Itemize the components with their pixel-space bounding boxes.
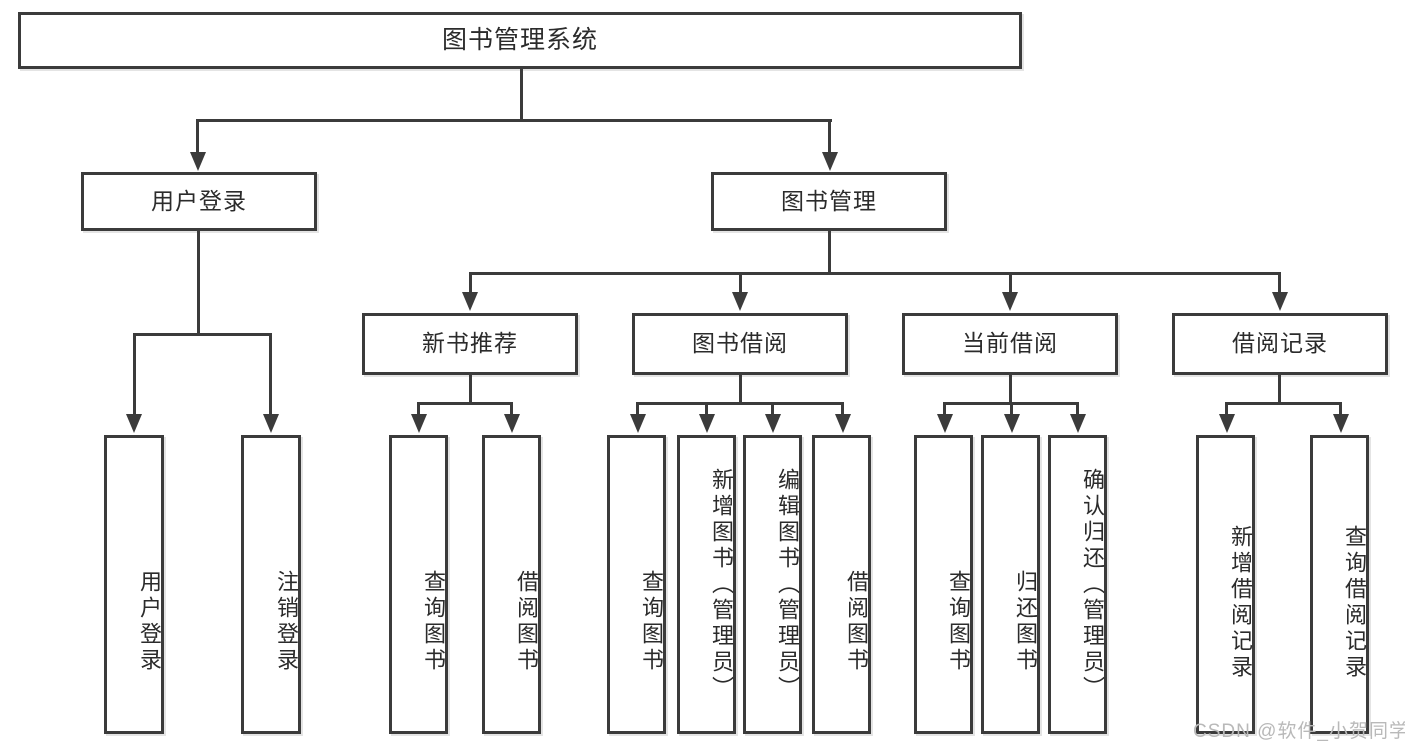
connector-to-return-book <box>1010 402 1013 418</box>
connector-to-current-borrow <box>1009 272 1012 295</box>
connector-to-new-book-recommend <box>469 272 472 295</box>
arrowhead-to-book-borrow <box>732 292 748 311</box>
arrowhead-to-new-book-recommend <box>462 292 478 311</box>
connector-to-query-book-3 <box>943 402 946 418</box>
node-leaf-return-book[interactable]: 归还图书 <box>981 435 1040 734</box>
arrowhead-to-add-book <box>699 414 715 433</box>
node-book-borrow[interactable]: 图书借阅 <box>632 313 848 375</box>
node-book-manage[interactable]: 图书管理 <box>711 172 947 231</box>
arrowhead-to-query-book-1 <box>411 414 427 433</box>
connector-to-borrow-book-2 <box>841 402 844 418</box>
connector-to-book-borrow <box>739 272 742 295</box>
arrowhead-to-query-book-2 <box>630 414 646 433</box>
arrowhead-to-add-record <box>1219 414 1235 433</box>
connector-user-login-bus <box>133 333 272 336</box>
connector-to-edit-book <box>771 402 774 418</box>
csdn-watermark: CSDN @软件_小贺同学 <box>1193 721 1405 742</box>
connector-to-add-record <box>1225 402 1228 418</box>
node-borrow-record[interactable]: 借阅记录 <box>1172 313 1388 375</box>
node-leaf-user-logout[interactable]: 注销登录 <box>241 435 301 734</box>
arrowhead-to-query-book-3 <box>937 414 953 433</box>
node-leaf-confirm-return[interactable]: 确认归还（管理员） <box>1048 435 1107 734</box>
connector-new-book-stem <box>469 375 472 404</box>
node-leaf-user-login[interactable]: 用户登录 <box>104 435 164 734</box>
connector-book-borrow-bus <box>636 402 844 405</box>
connector-to-book-manage <box>828 119 831 156</box>
node-leaf-query-book-1[interactable]: 查询图书 <box>389 435 448 734</box>
arrowhead-to-return-book <box>1004 414 1020 433</box>
node-current-borrow[interactable]: 当前借阅 <box>902 313 1118 375</box>
node-leaf-query-book-2[interactable]: 查询图书 <box>607 435 666 734</box>
arrowhead-to-query-record <box>1333 414 1349 433</box>
connector-book-manage-stem <box>828 231 831 274</box>
connector-borrow-record-stem <box>1278 375 1281 404</box>
connector-borrow-record-bus <box>1225 402 1342 405</box>
node-leaf-query-book-3[interactable]: 查询图书 <box>914 435 973 734</box>
node-leaf-add-book[interactable]: 新增图书（管理员） <box>677 435 736 734</box>
arrowhead-to-leaf-user-logout <box>263 414 279 433</box>
connector-to-query-book-2 <box>636 402 639 418</box>
connector-to-add-book <box>705 402 708 418</box>
connector-current-borrow-stem <box>1009 375 1012 404</box>
node-root-system[interactable]: 图书管理系统 <box>18 12 1022 69</box>
connector-new-book-bus <box>417 402 513 405</box>
connector-user-login-stem <box>197 231 200 335</box>
connector-book-borrow-stem <box>739 375 742 404</box>
node-leaf-edit-book[interactable]: 编辑图书（管理员） <box>743 435 802 734</box>
node-leaf-borrow-book-2[interactable]: 借阅图书 <box>812 435 871 734</box>
arrowhead-to-leaf-user-login <box>126 414 142 433</box>
node-leaf-add-record[interactable]: 新增借阅记录 <box>1196 435 1255 734</box>
connector-to-leaf-user-login <box>133 333 136 418</box>
connector-to-confirm-return <box>1076 402 1079 418</box>
connector-level3-bus <box>469 272 1281 275</box>
node-leaf-borrow-book-1[interactable]: 借阅图书 <box>482 435 541 734</box>
connector-to-query-record <box>1339 402 1342 418</box>
connector-to-borrow-record <box>1278 272 1281 295</box>
arrowhead-to-borrow-record <box>1272 292 1288 311</box>
connector-to-user-login <box>196 119 199 156</box>
node-user-login[interactable]: 用户登录 <box>81 172 317 231</box>
arrowhead-to-borrow-book-1 <box>504 414 520 433</box>
arrowhead-to-book-manage <box>822 152 838 171</box>
connector-to-leaf-user-logout <box>269 333 272 418</box>
arrowhead-to-current-borrow <box>1002 292 1018 311</box>
connector-level2-bus <box>196 119 832 122</box>
arrowhead-to-edit-book <box>765 414 781 433</box>
arrowhead-to-confirm-return <box>1070 414 1086 433</box>
node-new-book-recommend[interactable]: 新书推荐 <box>362 313 578 375</box>
arrowhead-to-borrow-book-2 <box>835 414 851 433</box>
connector-to-query-book-1 <box>417 402 420 418</box>
connector-root-stem <box>520 69 523 121</box>
arrowhead-to-user-login <box>190 152 206 171</box>
connector-to-borrow-book-1 <box>510 402 513 418</box>
node-leaf-query-record[interactable]: 查询借阅记录 <box>1310 435 1369 734</box>
